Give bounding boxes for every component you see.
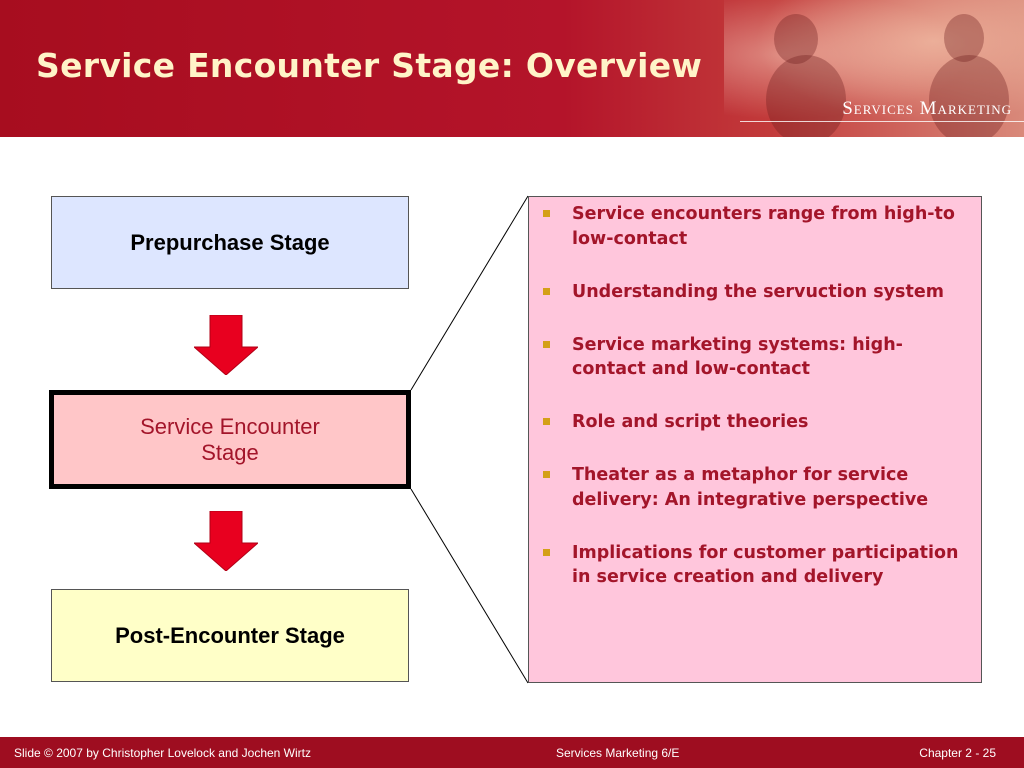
bullet-item: Understanding the servuction system [543,280,971,305]
bullet-text: Implications for customer participation … [572,542,959,588]
square-bullet-icon [543,210,550,217]
slide-footer: Slide © 2007 by Christopher Lovelock and… [0,737,1024,768]
person-silhouette [774,14,818,64]
stage-prepurchase: Prepurchase Stage [51,196,409,289]
square-bullet-icon [543,418,550,425]
person-silhouette [944,14,984,62]
bullet-list: Service encounters range from high-to lo… [529,197,981,590]
brand-logo-text: Services Marketing [842,98,1012,119]
bullet-item: Service marketing systems: high-contact … [543,333,971,382]
bullet-text: Service encounters range from high-to lo… [572,204,955,249]
bullet-text: Theater as a metaphor for service delive… [572,465,929,510]
down-arrow-icon [194,511,258,571]
slide-header: Service Encounter Stage: Overview Servic… [0,0,1024,137]
footer-page-number: Chapter 2 - 25 [919,746,996,760]
brand-underline [740,121,1024,122]
bullet-item: Role and script theories [543,410,971,435]
square-bullet-icon [543,287,550,295]
stage-label: Service Encounter Stage [140,413,320,465]
connector-line-bottom [410,488,529,684]
stage-label: Post-Encounter Stage [115,622,345,648]
bullet-text: Service marketing systems: high-contact … [572,334,903,380]
header-photo [724,0,1024,137]
bullet-item: Implications for customer participation … [543,541,971,590]
person-silhouette [766,55,846,137]
bullet-text: Understanding the servuction system [572,281,944,302]
stage-service-encounter: Service Encounter Stage [49,390,411,489]
square-bullet-icon [543,340,550,348]
slide-title: Service Encounter Stage: Overview [36,46,703,85]
bullet-text: Role and script theories [572,412,809,432]
bullet-item: Theater as a metaphor for service delive… [543,463,971,512]
bullet-item: Service encounters range from high-to lo… [543,202,971,251]
stage-post-encounter: Post-Encounter Stage [51,589,409,682]
square-bullet-icon [543,548,550,556]
stage-label: Prepurchase Stage [130,229,330,255]
square-bullet-icon [543,471,550,478]
overview-bullet-panel: Service encounters range from high-to lo… [528,196,982,683]
footer-copyright: Slide © 2007 by Christopher Lovelock and… [14,746,311,760]
connector-line-top [410,195,529,391]
down-arrow-icon [194,315,258,375]
footer-book-title: Services Marketing 6/E [556,746,680,760]
person-silhouette [929,55,1009,137]
